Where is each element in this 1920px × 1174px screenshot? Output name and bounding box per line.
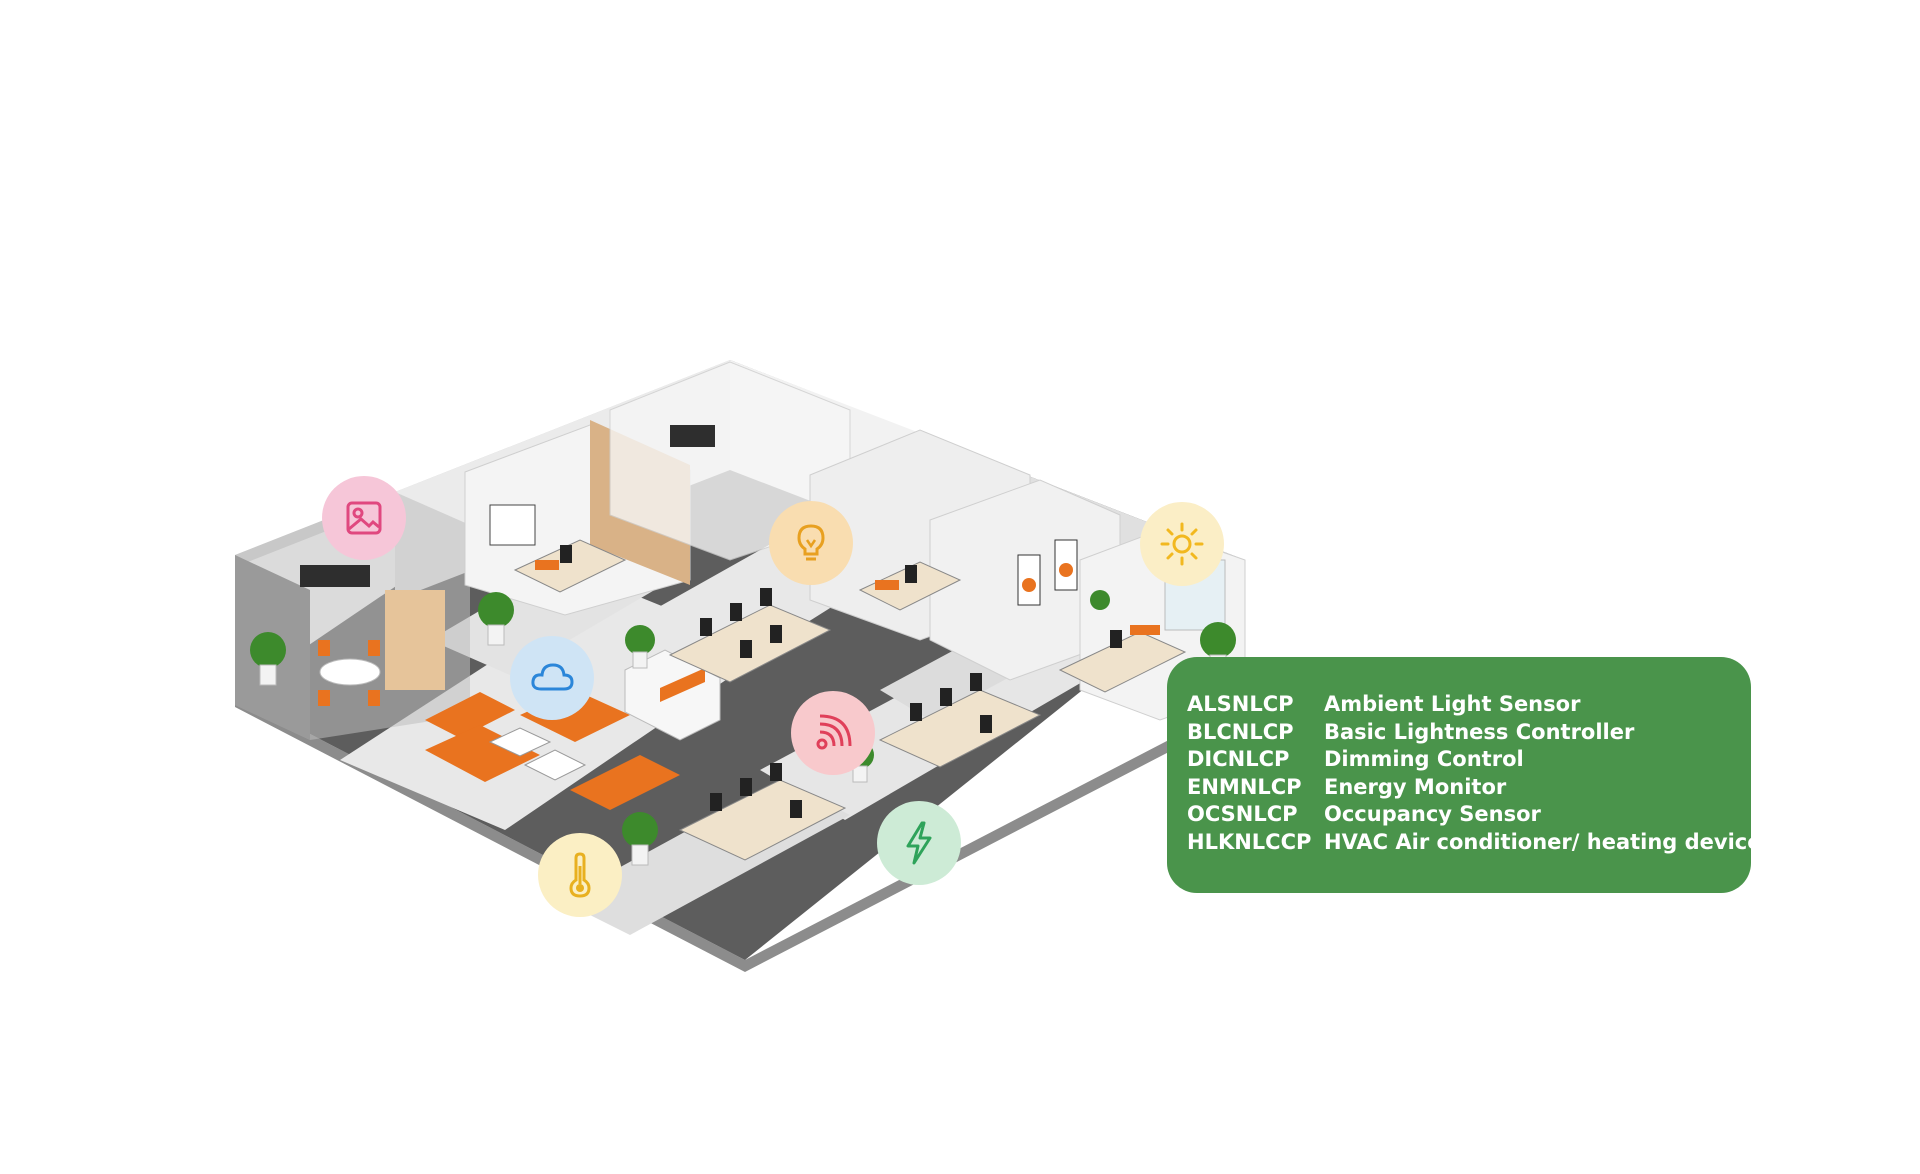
legend-code: ALSNLCP	[1187, 692, 1294, 716]
legend-description: Dimming Control	[1324, 747, 1524, 771]
sun-icon-badge	[1140, 502, 1224, 586]
desk-cluster	[1058, 625, 1187, 693]
lightbulb-icon	[797, 524, 825, 561]
image-icon	[346, 501, 382, 535]
plant	[1090, 590, 1110, 610]
plant	[478, 592, 514, 646]
legend-code: OCSNLCP	[1187, 802, 1298, 826]
wall-screen	[300, 565, 370, 587]
wifi-signal-icon	[816, 714, 852, 750]
bookshelf	[385, 590, 445, 690]
chair	[368, 640, 380, 656]
desk-cluster	[878, 673, 1042, 768]
lightning-bolt-icon	[906, 821, 932, 865]
legend-row: ALSNLCP Ambient Light Sensor	[1187, 691, 1731, 719]
desk-cluster	[678, 763, 847, 861]
whiteboard	[489, 504, 536, 546]
plant	[250, 632, 286, 686]
legend-code: BLCNLCP	[1187, 719, 1294, 744]
lightbulb-icon-badge	[769, 501, 853, 585]
legend-description: Energy Monitor	[1324, 774, 1507, 799]
conference-table	[319, 658, 381, 686]
chair	[368, 690, 380, 706]
device-legend-panel: ALSNLCP Ambient Light Sensor BLCNLCP Bas…	[1167, 657, 1762, 893]
sun-icon	[1160, 522, 1204, 566]
chair	[318, 640, 330, 656]
desk-cluster	[513, 539, 627, 593]
legend-description: Basic Lightness Controller	[1324, 719, 1635, 744]
plant	[622, 812, 658, 866]
lounge-sofa	[570, 755, 680, 810]
desk-cluster	[668, 588, 832, 683]
chair	[318, 690, 330, 706]
legend-row: ENMNLCP Energy Monitor	[1187, 774, 1731, 802]
cloud-icon-badge	[510, 636, 594, 720]
legend-description: HVAC Air conditioner/ heating device	[1324, 829, 1762, 854]
legend-description: Occupancy Sensor	[1324, 802, 1541, 826]
lightning-bolt-icon-badge	[877, 801, 961, 885]
wall-screen	[670, 425, 715, 447]
thermometer-icon	[569, 852, 591, 898]
desk-cluster	[858, 561, 962, 611]
legend-row: DICNLCP Dimming Control	[1187, 746, 1731, 774]
legend-description: Ambient Light Sensor	[1324, 692, 1581, 716]
image-icon-badge	[322, 476, 406, 560]
thermometer-icon-badge	[538, 833, 622, 917]
coffee-table	[523, 749, 587, 781]
lounge-sofa	[425, 692, 515, 738]
legend-row: BLCNLCP Basic Lightness Controller	[1187, 719, 1731, 747]
cloud-icon	[531, 663, 574, 691]
plant	[625, 625, 655, 669]
legend-row: OCSNLCP Occupancy Sensor	[1187, 801, 1731, 829]
legend-row: HLKNLCCP HVAC Air conditioner/ heating d…	[1187, 829, 1762, 857]
coffee-table	[488, 727, 552, 757]
lounge-sofa	[425, 725, 540, 782]
wifi-signal-icon-badge	[791, 691, 875, 775]
legend-code: DICNLCP	[1187, 747, 1290, 771]
legend-code: ENMNLCP	[1187, 774, 1302, 799]
legend-code: HLKNLCCP	[1187, 829, 1312, 854]
